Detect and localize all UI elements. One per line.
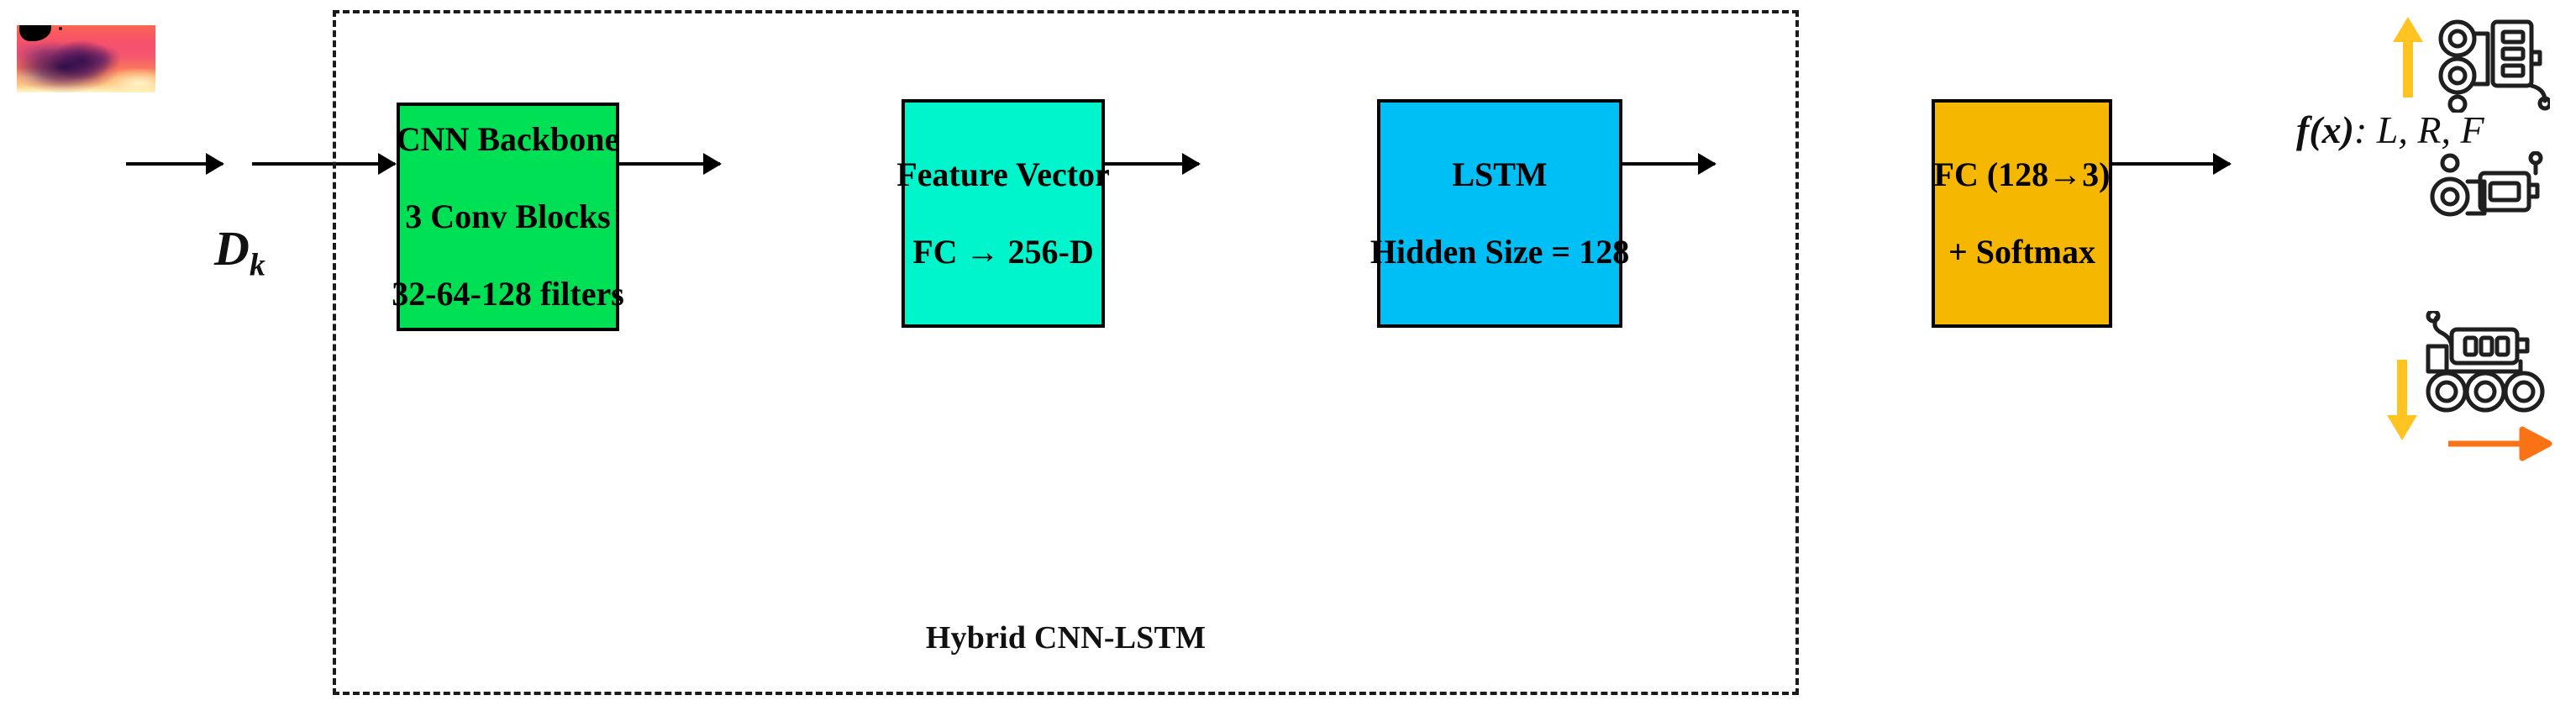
output-classes-label: : L, R, F: [2353, 108, 2484, 151]
stage-lstm-line-1: LSTM: [1452, 155, 1548, 193]
stage-fc-softmax: FC (128→3) + Softmax: [1932, 99, 2112, 328]
input-label-base: D: [214, 221, 250, 276]
stage-lstm-line-2: Hidden Size = 128: [1369, 233, 1630, 271]
arrow-cnn-to-feature: [619, 162, 720, 166]
arrow-forward-icon: [2448, 426, 2552, 461]
stage-cnn-line-1: CNN Backbone: [396, 120, 620, 158]
robot-turn-left-icon: [2438, 19, 2550, 113]
stage-fc-line-2: + Softmax: [1948, 233, 2095, 271]
arrow-down-icon: [2387, 360, 2417, 440]
stage-feature-line-2: FC → 256-D: [912, 233, 1094, 271]
input-label-dk: Dk: [214, 220, 265, 284]
depth-map-thumbnail: [17, 25, 155, 92]
arrow-input-to-cnn: [126, 162, 223, 166]
depth-void-speck: [58, 27, 63, 31]
stage-cnn-line-2: 3 Conv Blocks: [405, 198, 611, 235]
stage-cnn-line-3: 32-64-128 filters: [392, 275, 624, 313]
output-fx-symbol: f(x): [2296, 108, 2354, 151]
arrow-feature-to-lstm: [1105, 162, 1199, 166]
robot-turn-right-icon: [2426, 311, 2545, 413]
input-label-subscript: k: [249, 247, 265, 283]
stage-cnn-backbone: CNN Backbone 3 Conv Blocks 32-64-128 fil…: [392, 103, 624, 331]
stage-lstm: LSTM Hidden Size = 128: [1370, 99, 1629, 328]
output-function-label: f(x): L, R, F: [2296, 108, 2484, 152]
robot-forward-icon: [2430, 151, 2543, 217]
stage-feature-vector: Feature Vector FC → 256-D: [896, 99, 1110, 328]
arrow-lstm-to-fc: [1622, 162, 1715, 166]
arrow-up-icon: [2393, 17, 2423, 97]
hybrid-model-group-box: [333, 10, 1799, 695]
hybrid-model-caption: Hybrid CNN-LSTM: [925, 620, 1207, 656]
arrow-fc-to-output: [2112, 162, 2230, 166]
stage-feature-line-1: Feature Vector: [896, 155, 1110, 193]
stage-fc-line-1: FC (128→3): [1933, 155, 2111, 193]
depth-void-region: [19, 25, 52, 42]
arrow-dk-to-cnn: [252, 162, 395, 166]
